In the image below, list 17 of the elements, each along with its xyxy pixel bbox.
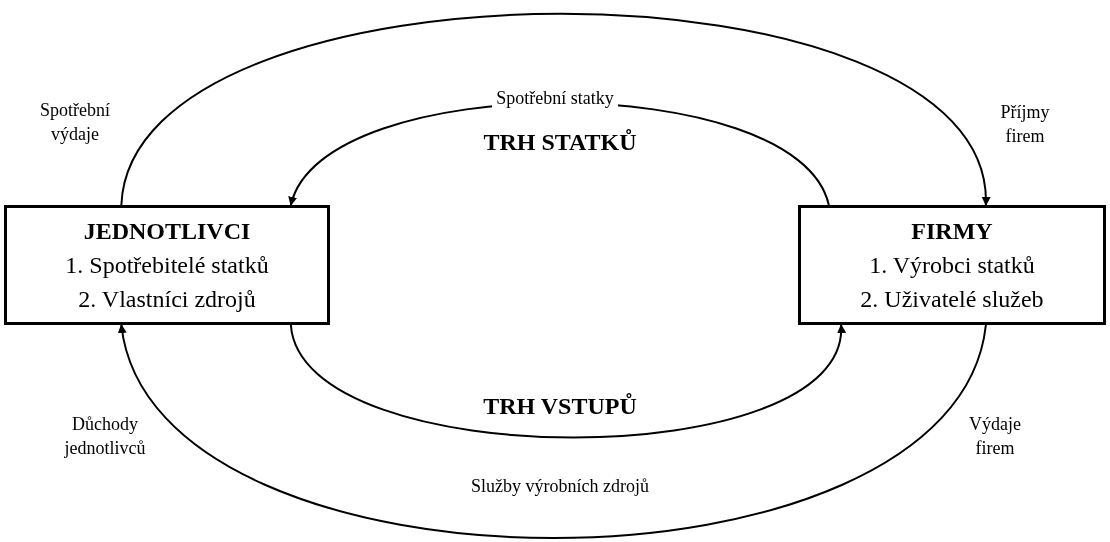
entity-box (798, 205, 1106, 325)
box-heading: JEDNOTLIVCI (83, 217, 251, 246)
arrow (120, 12, 989, 206)
box-text: 2. Vlastníci zdrojů (78, 285, 256, 314)
arrow (289, 324, 844, 439)
market-label: TRH STATKŮ (482, 130, 638, 154)
flow-label: Důchody jednotlivců (63, 413, 147, 460)
market-label: TRH VSTUPŮ (482, 394, 638, 418)
entity-box (4, 205, 330, 325)
box-text: 2. Uživatelé služeb (860, 285, 1044, 314)
box-text: 1. Výrobci statků (869, 251, 1035, 280)
arrow (119, 324, 987, 539)
box-heading: FIRMY (911, 217, 993, 246)
box-text: 1. Spotřebitelé statků (65, 251, 269, 280)
flow-label: Příjmy firem (999, 101, 1051, 148)
flow-label: Spotřební výdaje (39, 99, 111, 146)
flow-label: Výdaje firem (968, 413, 1022, 460)
